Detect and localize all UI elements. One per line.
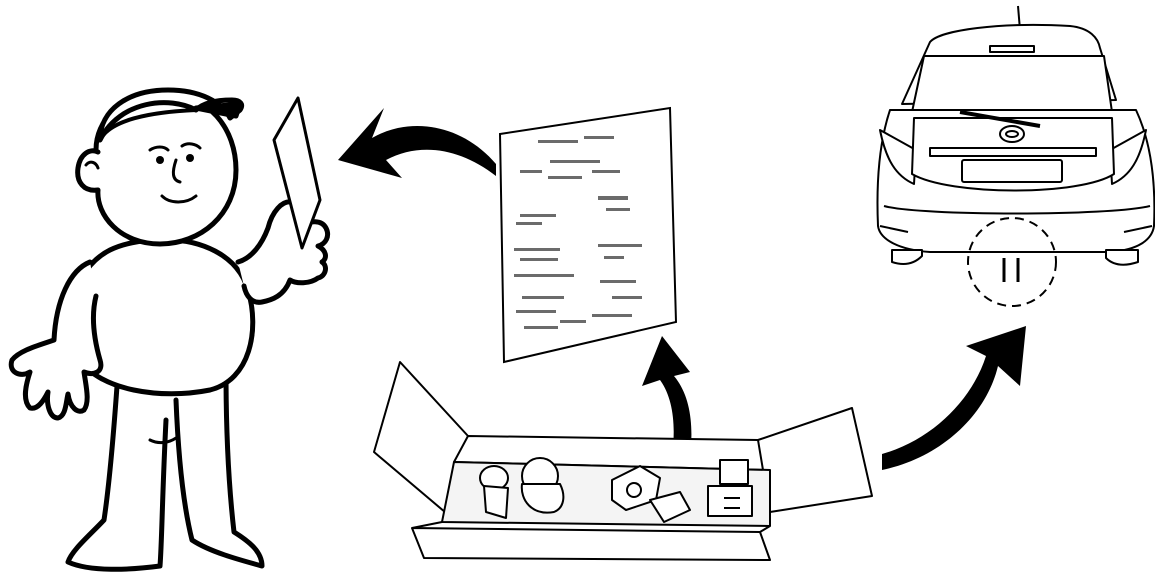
- mechanic-right-leg: [176, 372, 262, 566]
- mechanic-head: [78, 94, 236, 244]
- mechanic-left-arm: [11, 262, 101, 418]
- arrow-box-to-car: [882, 326, 1026, 470]
- instruction-sheet-icon: [500, 108, 676, 362]
- parts-box-icon: [374, 362, 872, 560]
- arrow-to-mechanic: [338, 108, 496, 178]
- car-rear-icon: [878, 6, 1155, 282]
